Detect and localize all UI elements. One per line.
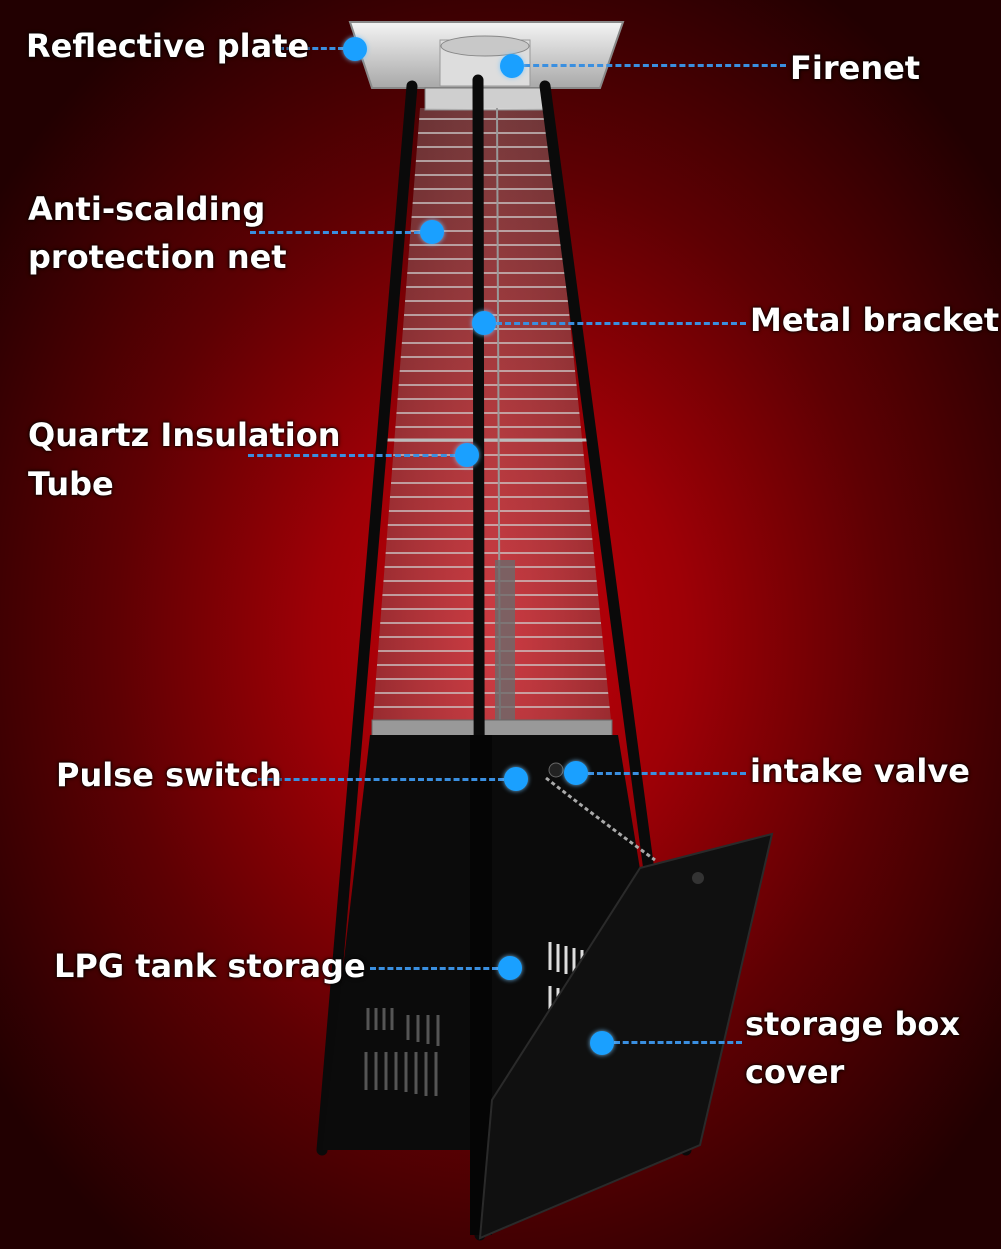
label-quartz-line1: Quartz Insulation bbox=[28, 416, 341, 454]
leader-line-lpg bbox=[370, 967, 498, 970]
label-firenet: Firenet bbox=[790, 49, 921, 87]
leader-line-storage-box-cover bbox=[614, 1041, 742, 1044]
leader-line-intake-valve bbox=[588, 772, 746, 775]
leader-line-pulse-switch bbox=[258, 778, 504, 781]
marker-lpg-tank bbox=[498, 956, 522, 980]
leader-line-anti-scalding bbox=[250, 231, 420, 234]
label-anti-scalding-line1: Anti-scalding bbox=[28, 190, 266, 228]
leader-line-quartz bbox=[248, 454, 456, 457]
label-lpg-tank-storage: LPG tank storage bbox=[54, 947, 366, 985]
label-reflective-plate: Reflective plate bbox=[26, 27, 310, 65]
label-metal-bracket: Metal bracket bbox=[750, 301, 1000, 339]
marker-firenet bbox=[500, 54, 524, 78]
label-intake-valve: intake valve bbox=[750, 752, 970, 790]
protection-net-shape bbox=[371, 107, 613, 741]
label-quartz-line2: Tube bbox=[28, 465, 114, 503]
marker-reflective-plate bbox=[343, 37, 367, 61]
label-storage-box-cover-line2: cover bbox=[745, 1053, 845, 1091]
label-anti-scalding-line2: protection net bbox=[28, 238, 287, 276]
storage-box-cover-shape bbox=[478, 832, 774, 1240]
label-pulse-switch: Pulse switch bbox=[56, 756, 282, 794]
marker-pulse-switch bbox=[504, 767, 528, 791]
leader-line-reflective-plate bbox=[278, 47, 344, 50]
marker-quartz bbox=[455, 443, 479, 467]
label-storage-box-cover-line1: storage box bbox=[745, 1005, 960, 1043]
leader-line-firenet bbox=[524, 64, 786, 67]
leader-line-metal-bracket bbox=[496, 322, 746, 325]
marker-anti-scalding bbox=[420, 220, 444, 244]
marker-intake-valve bbox=[564, 761, 588, 785]
marker-storage-box-cover bbox=[590, 1031, 614, 1055]
marker-metal-bracket bbox=[472, 311, 496, 335]
